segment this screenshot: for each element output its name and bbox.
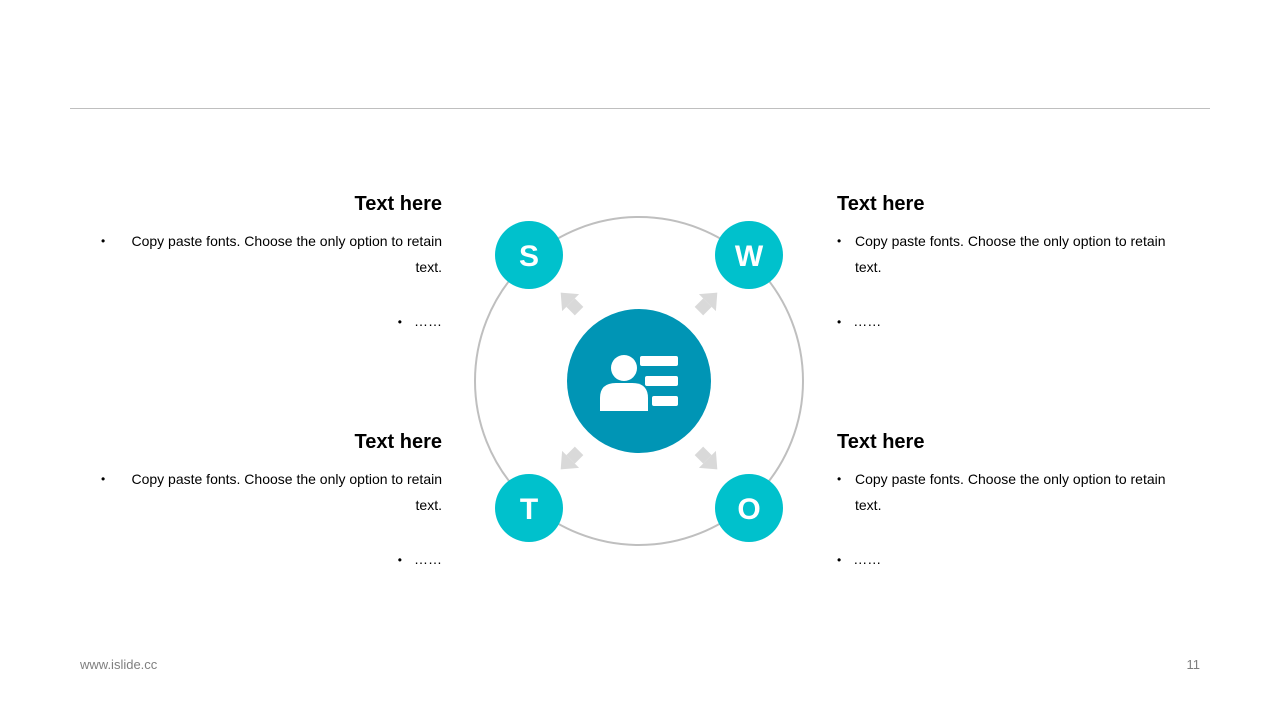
node-t-letter: T <box>520 493 538 526</box>
bullet-icon: • <box>101 234 106 248</box>
node-w-letter: W <box>735 240 764 273</box>
center-circle <box>567 309 711 453</box>
bullet-icon: • <box>837 472 842 486</box>
node-s: S <box>495 221 563 289</box>
node-w: W <box>715 221 783 289</box>
bullet-icon: • <box>837 315 842 329</box>
arrow-to-o <box>694 446 718 470</box>
bullet-icon: • <box>837 234 842 248</box>
opportunities-block: Text here •Copy paste fonts. Choose the … <box>837 430 1182 601</box>
weaknesses-list: •Copy paste fonts. Choose the only optio… <box>837 228 1182 335</box>
node-o-letter: O <box>737 493 760 526</box>
list-item: •Copy paste fonts. Choose the only optio… <box>837 228 1182 280</box>
page-number: 11 <box>1186 657 1201 672</box>
list-item: •…… <box>397 313 442 329</box>
node-o: O <box>715 474 783 542</box>
bullet-icon: • <box>397 553 402 567</box>
list-item: •Copy paste fonts. Choose the only optio… <box>97 228 442 280</box>
bullet-icon: • <box>397 315 402 329</box>
arrow-to-t <box>560 446 584 470</box>
list-item: •Copy paste fonts. Choose the only optio… <box>837 466 1182 518</box>
opportunities-list: •Copy paste fonts. Choose the only optio… <box>837 466 1182 573</box>
weaknesses-block: Text here •Copy paste fonts. Choose the … <box>837 192 1182 363</box>
list-item: •…… <box>397 551 442 567</box>
threats-heading: Text here <box>354 431 442 453</box>
threats-list: •Copy paste fonts. Choose the only optio… <box>97 466 442 573</box>
top-divider <box>70 108 1210 109</box>
node-t: T <box>495 474 563 542</box>
list-item: •…… <box>837 313 882 329</box>
node-s-letter: S <box>519 240 539 273</box>
bullet-icon: • <box>837 553 842 567</box>
strengths-list: •Copy paste fonts. Choose the only optio… <box>97 228 442 335</box>
strengths-heading: Text here <box>354 193 442 215</box>
footer-url: www.islide.cc <box>80 657 158 672</box>
list-item: •Copy paste fonts. Choose the only optio… <box>97 466 442 518</box>
bullet-icon: • <box>101 472 106 486</box>
person-list-icon <box>600 355 678 411</box>
threats-block: Text here •Copy paste fonts. Choose the … <box>97 430 442 601</box>
outer-ring <box>474 216 804 546</box>
arrow-to-s <box>560 292 584 316</box>
arrows <box>560 292 718 470</box>
strengths-block: Text here •Copy paste fonts. Choose the … <box>97 192 442 363</box>
opportunities-heading: Text here <box>837 431 925 453</box>
weaknesses-heading: Text here <box>837 193 925 215</box>
arrow-to-w <box>694 292 718 316</box>
list-item: •…… <box>837 551 882 567</box>
